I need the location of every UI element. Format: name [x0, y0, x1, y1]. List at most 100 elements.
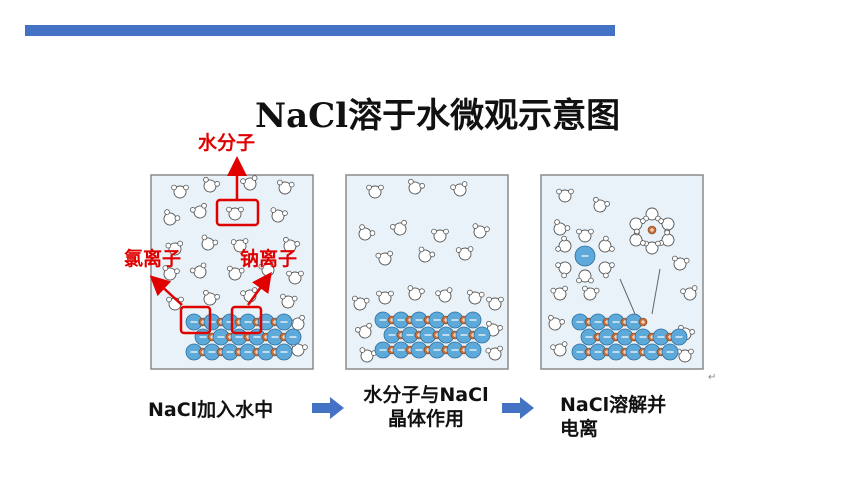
panel-dissolved: [540, 174, 704, 370]
chloride-ion: [446, 341, 464, 359]
water-molecule: [431, 228, 449, 243]
water-molecule: [226, 206, 244, 221]
water-molecule: [593, 196, 610, 213]
chloride-label-arrow: [149, 275, 183, 306]
water-molecule: [485, 345, 503, 361]
motion-line: [651, 268, 661, 315]
water-molecule: [355, 322, 372, 339]
chloride-ion: [428, 341, 446, 359]
water-molecule: [576, 228, 594, 243]
chloride-ion: [284, 328, 302, 346]
chloride-ion: [643, 343, 661, 361]
water-molecule: [467, 289, 485, 305]
sodium-highlight-box: [230, 305, 263, 335]
water-molecule: [407, 285, 425, 301]
water-molecule: [189, 262, 207, 279]
chloride-ion: [374, 311, 392, 329]
chloride-ion: [625, 343, 643, 361]
water-molecule: [576, 269, 594, 284]
water-molecule: [390, 219, 407, 236]
water-molecule: [435, 287, 453, 303]
accent-bar: [25, 25, 615, 36]
chloride-ion: [419, 326, 437, 344]
chloride-highlight-box: [179, 305, 212, 335]
water-molecule: [280, 293, 298, 309]
water-molecule: [555, 261, 572, 279]
chloride-ion: [464, 311, 482, 329]
chloride-ion: [571, 313, 589, 331]
water-molecule: [227, 265, 245, 281]
water-molecule: [376, 290, 394, 305]
caption-step2-line2: 晶体作用: [387, 408, 464, 430]
chloride-ion: [473, 326, 491, 344]
water-molecule: [358, 224, 376, 241]
sodium-ion: [647, 225, 657, 235]
water-molecule: [553, 219, 571, 236]
chloride-ion: [221, 313, 239, 331]
chloride-ion: [464, 341, 482, 359]
chloride-ion: [661, 343, 679, 361]
water-molecule: [672, 255, 690, 271]
caption-step3-line2: 电离: [560, 418, 599, 440]
water-molecule: [201, 234, 219, 251]
water-molecule: [366, 184, 384, 199]
sodium-label-arrow: [246, 271, 272, 306]
caption-step3: NaCl溶解并 电离: [560, 393, 666, 441]
water-molecule: [582, 285, 600, 301]
water-molecule: [352, 295, 370, 311]
water-molecule: [203, 176, 220, 193]
water-molecule: [283, 236, 300, 253]
water-molecule: [550, 341, 568, 357]
water-molecule: [288, 314, 305, 331]
water-molecule: [472, 223, 490, 239]
motion-line: [619, 278, 636, 315]
water-molecule: [375, 250, 393, 266]
water-molecule: [163, 209, 181, 226]
water-molecule: [598, 261, 615, 279]
water-molecule: [171, 184, 189, 199]
water-molecule: [550, 285, 568, 301]
chloride-ion: [239, 343, 257, 361]
water-molecule: [165, 240, 183, 256]
caption-step1: NaCl加入水中: [148, 399, 274, 421]
chloride-ion: [670, 328, 688, 346]
water-molecule: [676, 348, 694, 363]
water-molecule: [408, 178, 425, 195]
chloride-ion: [392, 311, 410, 329]
chloride-ion: [275, 343, 293, 361]
chloride-ion: [589, 313, 607, 331]
water-molecule: [203, 289, 220, 306]
caption-step2: 水分子与NaCl 晶体作用: [352, 383, 500, 431]
water-molecule: [629, 229, 646, 247]
water-molecule: [680, 285, 698, 301]
return-mark: ↵: [708, 372, 717, 383]
flow-arrow-2: [502, 397, 534, 419]
water-molecule: [418, 246, 436, 263]
water-molecule: [190, 202, 207, 219]
water-molecule: [277, 179, 295, 195]
water-molecule: [240, 175, 258, 191]
chloride-ion-label: 氯离子: [124, 248, 182, 270]
panel-water-interaction: [345, 174, 509, 370]
sodium-ion-label: 钠离子: [240, 248, 298, 270]
diagram-title: NaCl溶于水微观示意图: [255, 96, 621, 136]
water-molecule: [555, 235, 572, 253]
chloride-ion: [574, 245, 596, 267]
water-molecule: [556, 188, 574, 203]
chloride-ion: [598, 328, 616, 346]
chloride-ion: [203, 343, 221, 361]
water-molecule: [359, 347, 377, 363]
water-molecule-label: 水分子: [198, 132, 256, 154]
water-molecule-highlight-box: [215, 198, 260, 227]
water-molecule: [270, 207, 288, 223]
water-molecule: [486, 296, 504, 311]
water-molecule: [290, 341, 308, 357]
water-molecule: [230, 238, 249, 253]
water-molecule: [450, 181, 468, 197]
caption-step2-line1: 水分子与NaCl: [363, 384, 489, 406]
water-molecule: [629, 217, 646, 235]
sodium-ion: [638, 317, 648, 327]
water-molecule: [286, 270, 304, 285]
flow-arrow-1: [312, 397, 344, 419]
